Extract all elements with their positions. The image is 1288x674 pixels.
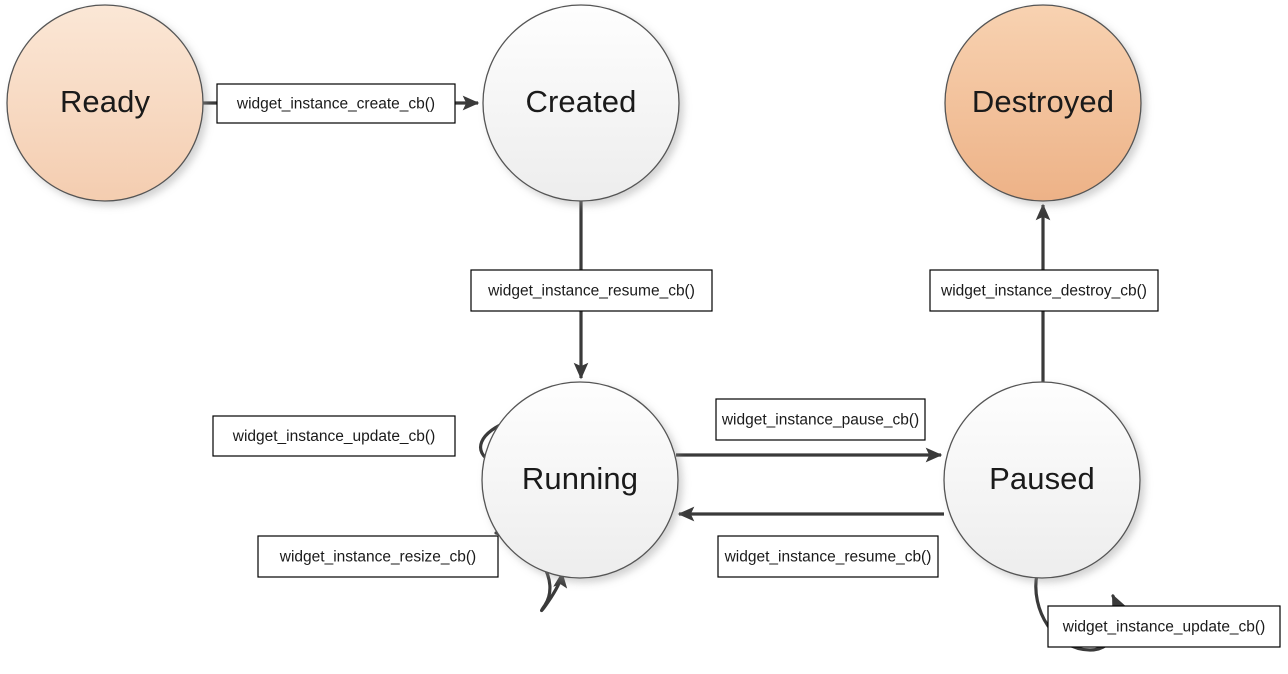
edge-label-text: widget_instance_resize_cb() (279, 549, 476, 566)
destroyed-circle[interactable] (944, 4, 1142, 202)
edge-label-resume-cb-paused-running[interactable]: widget_instance_resume_cb() (717, 535, 939, 578)
edge-label-box (257, 535, 499, 578)
edge-label-box (715, 398, 926, 441)
edge-labels-layer: widget_instance_create_cb() widget_insta… (212, 83, 1281, 648)
edge-label-resize-cb-running[interactable]: widget_instance_resize_cb() (257, 535, 499, 578)
edge-label-text: widget_instance_destroy_cb() (940, 283, 1147, 300)
edge-label-text: widget_instance_create_cb() (236, 96, 435, 113)
edge-label-box (470, 269, 713, 312)
destroyed-label: Destroyed (972, 84, 1114, 119)
edge-label-box (929, 269, 1159, 312)
edge-label-resume-cb-created-running[interactable]: widget_instance_resume_cb() (470, 269, 713, 312)
edge-label-box (1047, 605, 1281, 648)
state-node-ready[interactable]: Ready (6, 4, 204, 202)
edge-label-update-cb-paused[interactable]: widget_instance_update_cb() (1047, 605, 1281, 648)
edge-label-box (212, 415, 456, 457)
edge-label-text: widget_instance_resume_cb() (487, 283, 695, 300)
running-label: Running (522, 461, 638, 496)
paused-label: Paused (989, 461, 1095, 496)
state-node-destroyed[interactable]: Destroyed (944, 4, 1142, 202)
edge-label-text: widget_instance_update_cb() (232, 428, 436, 445)
state-node-paused[interactable]: Paused (943, 381, 1141, 579)
ready-circle[interactable] (6, 4, 204, 202)
edge-label-text: widget_instance_update_cb() (1062, 619, 1266, 636)
edge-label-text: widget_instance_pause_cb() (721, 412, 919, 429)
edge-label-box (216, 83, 456, 124)
edge-label-create-cb[interactable]: widget_instance_create_cb() (216, 83, 456, 124)
created-label: Created (526, 84, 637, 119)
ready-label: Ready (60, 84, 151, 119)
nodes-layer: Ready Created Destroyed Running Paused (6, 4, 1142, 579)
edge-label-update-cb-running[interactable]: widget_instance_update_cb() (212, 415, 456, 457)
edge-label-destroy-cb[interactable]: widget_instance_destroy_cb() (929, 269, 1159, 312)
state-node-running[interactable]: Running (481, 381, 679, 579)
state-node-created[interactable]: Created (482, 4, 680, 202)
paused-circle[interactable] (943, 381, 1141, 579)
edge-label-text: widget_instance_resume_cb() (724, 549, 932, 566)
created-circle[interactable] (482, 4, 680, 202)
running-circle[interactable] (481, 381, 679, 579)
edge-label-box (717, 535, 939, 578)
edge-label-pause-cb[interactable]: widget_instance_pause_cb() (715, 398, 926, 441)
